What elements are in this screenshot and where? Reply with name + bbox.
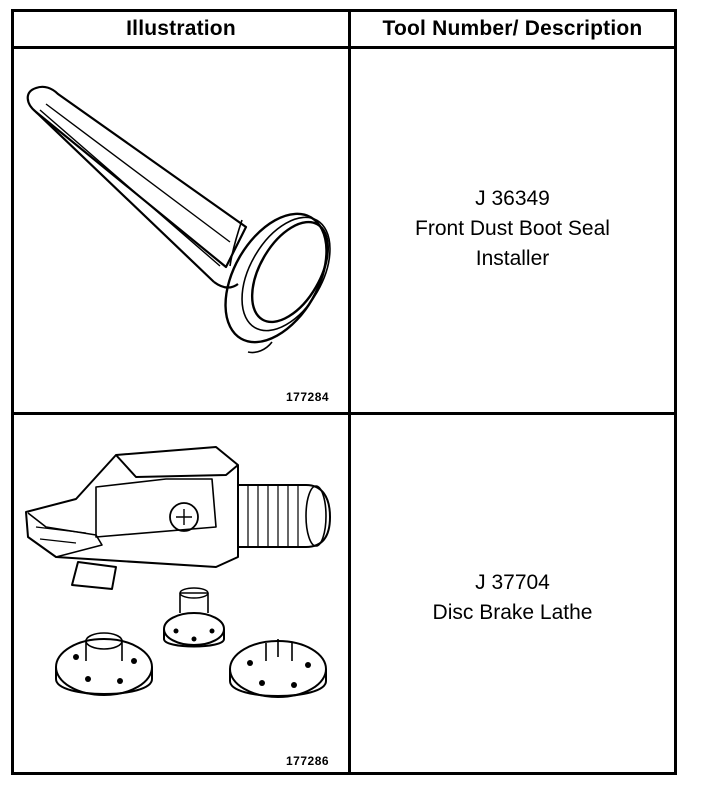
figure-number-2: 177286 (286, 754, 330, 768)
tool-description-1-line2: Installer (475, 247, 550, 270)
tool-table: Illustration Tool Number/ Description 17… (11, 9, 677, 775)
tool-number-1: J 36349 (475, 187, 550, 210)
row-divider (14, 412, 674, 415)
brake-lathe-icon (25, 446, 331, 698)
seal-installer-icon (26, 85, 331, 354)
column-divider (348, 12, 351, 772)
tool-description-2-line1: Disc Brake Lathe (432, 601, 593, 624)
header-illustration: Illustration (126, 17, 236, 40)
figure-number-1: 177284 (286, 390, 330, 404)
header-tool-description: Tool Number/ Description (382, 17, 643, 40)
table-header-row: Illustration Tool Number/ Description (14, 12, 674, 49)
tool-number-2: J 37704 (475, 571, 550, 594)
tool-description-1-line1: Front Dust Boot Seal (415, 217, 610, 240)
tool-description-2: J 37704 Disc Brake Lathe (351, 568, 674, 628)
tool-description-1: J 36349 Front Dust Boot Seal Installer (351, 184, 674, 274)
